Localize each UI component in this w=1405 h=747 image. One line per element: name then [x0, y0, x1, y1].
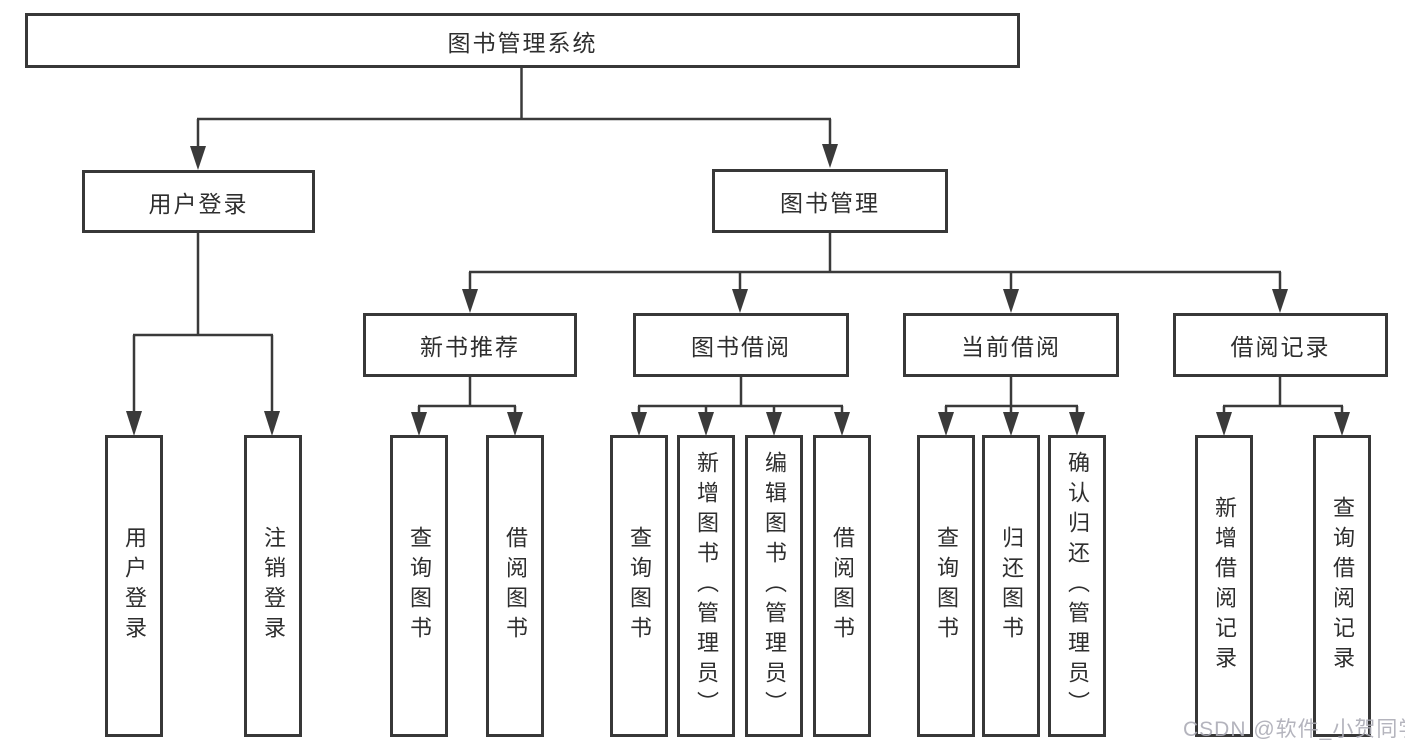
node-book-management: 图书管理 [712, 169, 948, 233]
node-user-login-label: 用户登录 [148, 190, 249, 217]
node-borrow-records: 借阅记录 [1173, 313, 1388, 377]
connector-records-children [1216, 376, 1350, 436]
node-book-borrow-label: 图书借阅 [691, 334, 791, 360]
node-new-book-recommend: 新书推荐 [363, 313, 577, 377]
arrow-down-icon [507, 412, 523, 436]
connector-root-to-level1 [190, 66, 838, 170]
leaf-records-add-record: 新增借阅记录 [1195, 435, 1253, 737]
arrow-down-icon [264, 411, 280, 436]
watermark: CSDN @软件_小贺同学 [1183, 718, 1405, 741]
node-current-borrow: 当前借阅 [903, 313, 1119, 377]
arrow-down-icon [1003, 289, 1019, 313]
arrow-down-icon [411, 412, 427, 436]
leaf-borrow-add-books-admin: 新增图书（管理员） [677, 435, 735, 737]
leaf-recommend-borrow-books: 借阅图书 [486, 435, 544, 737]
arrow-down-icon [822, 144, 838, 168]
arrow-down-icon [698, 412, 714, 436]
arrow-down-icon [631, 412, 647, 436]
leaf-current-confirm-return-admin: 确认归还（管理员） [1048, 435, 1106, 737]
connector-userlogin-children [126, 232, 280, 436]
node-root: 图书管理系统 [25, 13, 1020, 68]
leaf-records-query-record: 查询借阅记录 [1313, 435, 1371, 737]
node-user-login: 用户登录 [82, 170, 315, 233]
leaf-current-query-books: 查询图书 [917, 435, 975, 737]
node-root-label: 图书管理系统 [447, 29, 598, 56]
arrow-down-icon [766, 412, 782, 436]
leaf-recommend-query-books: 查询图书 [390, 435, 448, 737]
arrow-down-icon [1334, 412, 1350, 436]
leaf-borrow-query-books: 查询图书 [610, 435, 668, 737]
leaf-borrow-borrow-books: 借阅图书 [813, 435, 871, 737]
node-book-management-label: 图书管理 [780, 190, 880, 216]
leaf-current-return-books: 归还图书 [982, 435, 1040, 737]
arrow-down-icon [834, 412, 850, 436]
node-borrow-records-label: 借阅记录 [1230, 334, 1331, 360]
arrow-down-icon [126, 411, 142, 436]
node-book-borrow: 图书借阅 [633, 313, 849, 377]
arrow-down-icon [1272, 289, 1288, 313]
connector-recommend-children [411, 376, 523, 436]
connector-current-children [938, 376, 1085, 436]
arrow-down-icon [732, 289, 748, 313]
arrow-down-icon [1069, 412, 1085, 436]
arrow-down-icon [462, 289, 478, 313]
connector-bookmgmt-to-level2 [462, 232, 1288, 313]
connector-borrow-children [631, 376, 850, 436]
arrow-down-icon [1216, 412, 1232, 436]
arrow-down-icon [190, 146, 206, 170]
leaf-logout: 注销登录 [244, 435, 302, 737]
leaf-user-login: 用户登录 [105, 435, 163, 737]
leaf-borrow-edit-books-admin: 编辑图书（管理员） [745, 435, 803, 737]
node-new-book-recommend-label: 新书推荐 [420, 334, 520, 360]
node-current-borrow-label: 当前借阅 [961, 334, 1061, 360]
arrow-down-icon [938, 412, 954, 436]
arrow-down-icon [1003, 412, 1019, 436]
